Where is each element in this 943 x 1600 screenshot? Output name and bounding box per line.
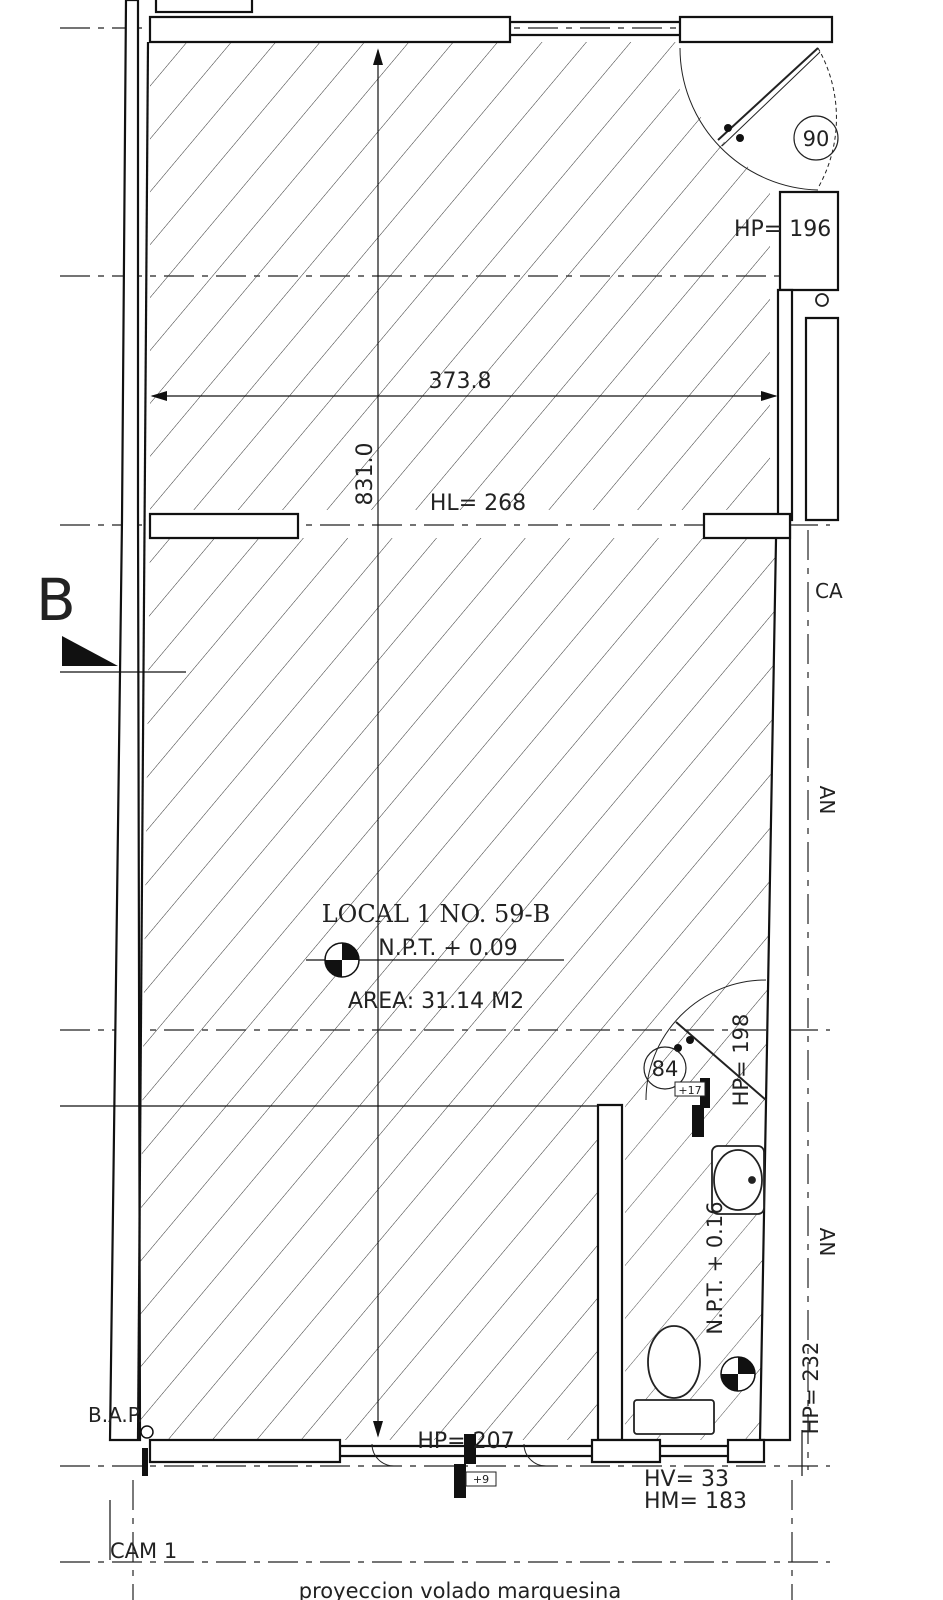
level-marker-main: [324, 942, 360, 978]
footer-label: proyeccion volado marquesina: [299, 1579, 621, 1600]
hm-label: HM= 183: [644, 1489, 747, 1514]
level-marker-bath: [720, 1356, 756, 1392]
room-npt: N.P.T. + 0.09: [378, 936, 518, 961]
hp-entrance: HP= 207: [417, 1429, 514, 1454]
hl-label: HL= 268: [430, 491, 526, 516]
door-tag-bath-circle: [643, 1046, 687, 1090]
step-tag-box: [674, 1081, 706, 1097]
hatched-area: [138, 42, 776, 1440]
room-area: AREA: 31.14 M2: [348, 989, 524, 1014]
hp-door-top: HP= 196: [734, 217, 831, 242]
hv-label: HV= 33: [644, 1467, 729, 1492]
section-marker-letter: B: [36, 566, 76, 634]
side-label-an-2: AN: [815, 1228, 839, 1257]
side-label-ca: CA: [815, 579, 843, 603]
section-marker-arrow: [62, 636, 118, 666]
step-tag: +17: [678, 1084, 701, 1097]
bap-symbol: [140, 1425, 154, 1439]
toilet: [647, 1325, 701, 1399]
walls: [108, 0, 840, 1464]
door-swings: [371, 47, 837, 1467]
door-tag-bath: 84: [652, 1057, 679, 1081]
cam-label: CAM 1: [110, 1539, 177, 1563]
width-dimension: 373.8: [429, 369, 492, 394]
door-tag-top: 90: [803, 127, 830, 151]
door-tag-top-circle: [793, 115, 839, 161]
side-label-an-1: AN: [815, 786, 839, 815]
bath-npt: N.P.T. + 0.16: [703, 1201, 727, 1334]
hp-side: HP= 232: [799, 1342, 823, 1435]
room-name: LOCAL 1 NO. 59-B: [322, 900, 551, 928]
entrance-step: +9: [473, 1473, 489, 1486]
length-dimension: 831.0: [353, 443, 378, 506]
entrance-step-box: [465, 1471, 497, 1487]
fixtures: [633, 293, 829, 1435]
bap-label: B.A.P.: [88, 1403, 143, 1427]
hp-bath-door: HP= 198: [729, 1014, 753, 1107]
